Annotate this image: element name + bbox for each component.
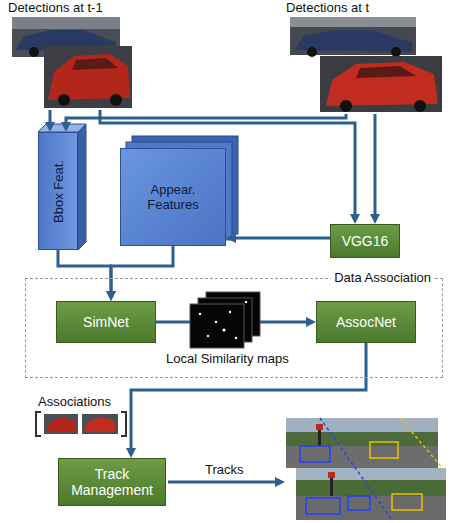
arrow-head <box>106 291 116 301</box>
arrow-head <box>45 122 55 132</box>
network-box: VGG16 <box>330 224 400 258</box>
detection-group: Detections at t <box>286 0 446 114</box>
arrow-head <box>306 317 316 327</box>
arrow-head <box>226 233 236 243</box>
arrow-head <box>370 214 380 224</box>
connector-arrow <box>226 233 330 243</box>
node-text: Appear. Features <box>138 182 208 212</box>
connector-line <box>233 237 330 240</box>
node-text: VGG16 <box>342 233 389 249</box>
box-depth <box>38 124 86 250</box>
node-text: AssocNet <box>336 314 396 330</box>
process-box: Track Management <box>58 458 166 506</box>
feature-box: Appear. Features <box>120 148 226 246</box>
association-bracket <box>36 412 126 436</box>
tracks-arrow <box>168 477 285 487</box>
text-label: Tracks <box>205 462 244 477</box>
network-box: AssocNet <box>316 301 416 343</box>
connector-line <box>111 246 173 294</box>
node-text: SimNet <box>83 314 129 330</box>
similarity-maps <box>190 292 260 348</box>
text-label: Associations <box>38 394 111 409</box>
arrow-head <box>350 214 360 224</box>
detection-photo <box>12 17 132 108</box>
arrow-head <box>61 122 71 132</box>
connector-line <box>374 114 377 217</box>
network-box: SimNet <box>56 301 156 343</box>
arrow-head <box>126 448 136 458</box>
connector-arrow <box>106 246 173 301</box>
node-text: Bbox Feat. <box>51 160 66 223</box>
detection-photo <box>290 17 442 112</box>
arrow-head <box>106 291 116 301</box>
node-text: Data Association <box>331 270 434 285</box>
feature-box: Bbox Feat. <box>38 132 78 250</box>
tracks-scene <box>286 418 446 520</box>
connector-arrow <box>370 114 380 224</box>
node-text: Track Management <box>65 466 159 498</box>
connector-arrow <box>58 250 116 301</box>
detection-group: Detections at t-1 <box>8 0 136 110</box>
node-text: Detections at t <box>286 0 446 15</box>
text-label: Local Similarity maps <box>166 351 289 366</box>
connector-line <box>58 250 111 294</box>
connector-arrow <box>45 110 55 132</box>
node-text: Detections at t-1 <box>8 0 136 15</box>
